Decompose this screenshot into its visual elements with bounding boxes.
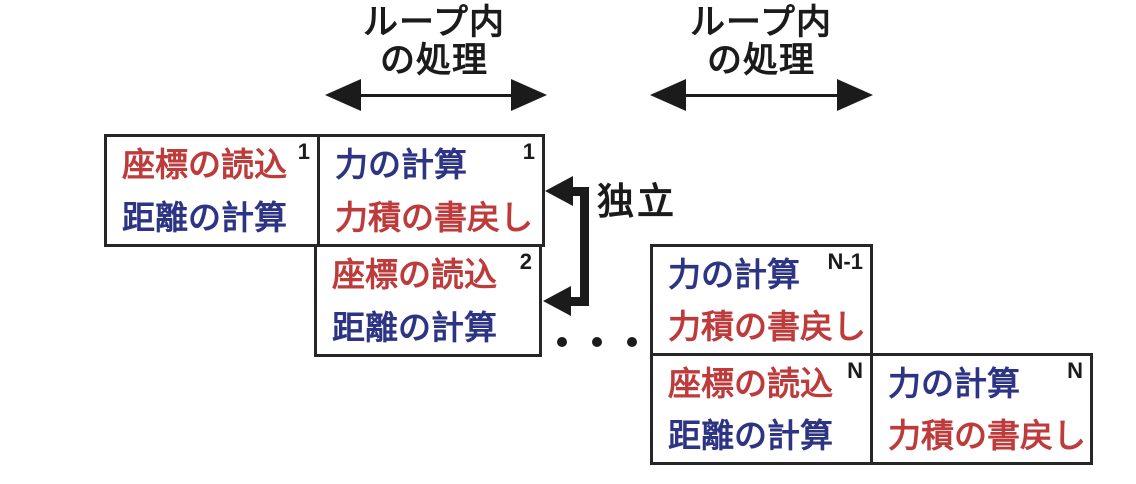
loop-label-left-line2: の処理: [379, 41, 488, 80]
box-iteration-n-read: N 座標の読込 距離の計算: [650, 353, 873, 465]
box-line-1: 座標の読込: [332, 258, 497, 294]
loop-label-right-line2: の処理: [706, 41, 815, 80]
iteration-index: N: [1067, 358, 1083, 383]
box-line-1: 力の計算: [335, 148, 467, 184]
iteration-index: 1: [522, 139, 535, 164]
box-line-2: 距離の計算: [668, 419, 833, 455]
iteration-index: N: [847, 358, 863, 383]
box-line-2: 距離の計算: [332, 311, 497, 347]
loop-label-left-line1: ループ内: [363, 3, 505, 42]
box-iteration-2-read: 2 座標の読込 距離の計算: [314, 244, 542, 357]
arrow-left-head-icon: [650, 79, 686, 111]
box-line-2: 力積の書戻し: [335, 201, 533, 237]
loop-label-right-line1: ループ内: [690, 3, 832, 42]
loop-label-left: ループ内 の処理: [284, 4, 584, 80]
loop-span-arrow-right: [650, 79, 873, 111]
bracket-arm-top: [568, 187, 589, 196]
bracket-arrowhead-bottom-icon: [543, 286, 571, 316]
iteration-index: 2: [519, 249, 532, 274]
box-iteration-n-1-compute: N-1 力の計算 力積の書戻し: [650, 244, 873, 356]
arrow-shaft: [686, 93, 837, 97]
box-iteration-1-read: 1 座標の読込 距離の計算: [104, 134, 320, 247]
box-iteration-n-compute: N 力の計算 力積の書戻し: [870, 353, 1093, 465]
box-line-1: 力の計算: [668, 258, 800, 294]
ellipsis-dots: [557, 337, 637, 347]
dot: [557, 337, 567, 347]
box-iteration-1-compute: 1 力の計算 力積の書戻し: [317, 134, 545, 247]
box-line-1: 座標の読込: [668, 367, 833, 403]
box-line-1: 座標の読込: [122, 148, 287, 184]
bracket-vertical-bar: [580, 187, 589, 306]
dot: [592, 337, 602, 347]
independent-label: 独立: [597, 182, 677, 223]
arrow-shaft: [361, 93, 511, 97]
iteration-index: 1: [297, 139, 310, 164]
loop-label-right: ループ内 の処理: [611, 4, 911, 80]
bracket-arm-bottom: [566, 297, 589, 306]
box-line-2: 距離の計算: [122, 201, 287, 237]
box-line-2: 力積の書戻し: [668, 310, 866, 346]
iteration-index: N-1: [827, 249, 863, 274]
box-line-1: 力の計算: [888, 367, 1020, 403]
arrow-right-head-icon: [837, 79, 873, 111]
arrow-left-head-icon: [325, 79, 361, 111]
dot: [627, 337, 637, 347]
arrow-right-head-icon: [511, 79, 547, 111]
box-line-2: 力積の書戻し: [888, 419, 1086, 455]
loop-span-arrow-left: [325, 79, 547, 111]
